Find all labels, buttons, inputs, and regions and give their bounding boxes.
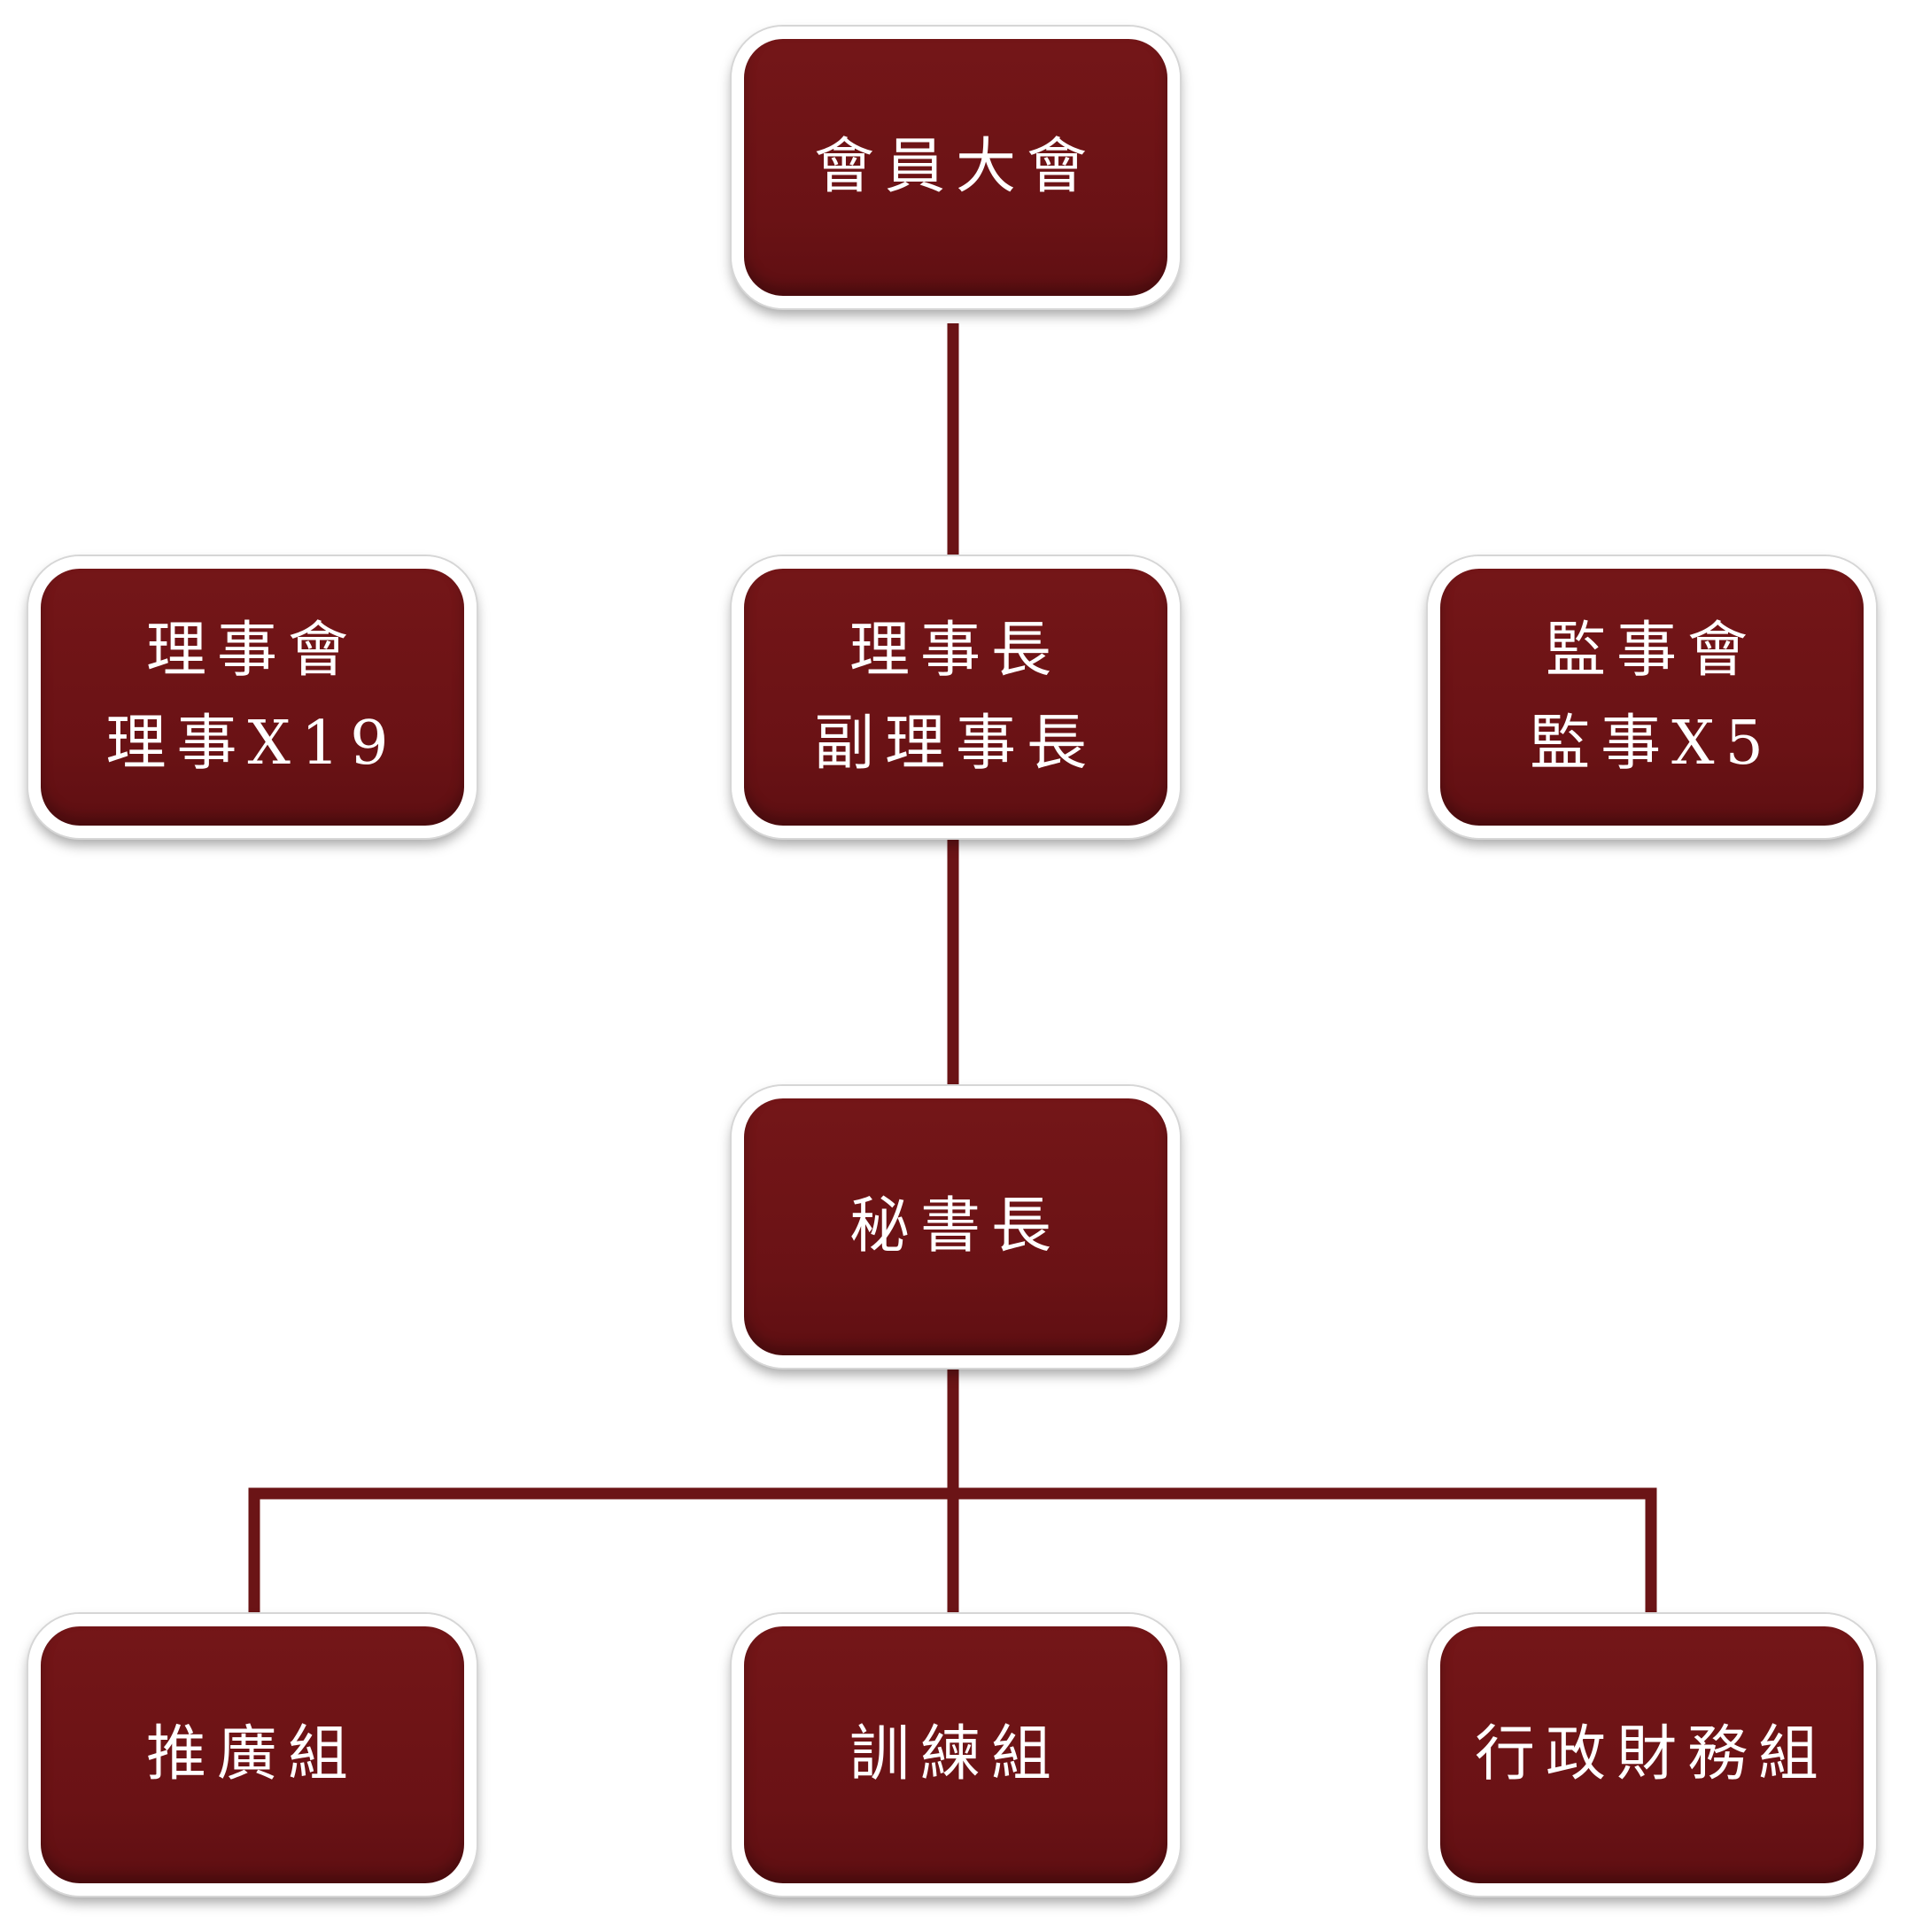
node-promotion-group[interactable]: 推廣組: [28, 1614, 477, 1896]
node-secretary-label: 秘書長: [849, 1191, 1062, 1262]
node-promotion-label: 推廣組: [145, 1719, 359, 1790]
node-board-count: 理事X19: [105, 709, 399, 779]
node-chairman-title: 理事長: [849, 615, 1062, 686]
node-board-title: 理事會: [145, 615, 359, 686]
node-board-of-supervisors[interactable]: 監事會 監事X5: [1428, 556, 1876, 838]
node-general-assembly-label: 會員大會: [813, 132, 1097, 203]
node-supervisors-title: 監事會: [1545, 615, 1758, 686]
node-board-of-directors[interactable]: 理事會 理事X19: [28, 556, 477, 838]
node-supervisors-count: 監事X5: [1530, 709, 1774, 779]
connector-bus-departments: [248, 1487, 1657, 1622]
node-vice-chairman-title: 副理事長: [813, 709, 1097, 779]
node-admin-finance-label: 行政財務組: [1474, 1719, 1829, 1790]
node-training-group[interactable]: 訓練組: [732, 1614, 1180, 1896]
node-chairman[interactable]: 理事長 副理事長: [732, 556, 1180, 838]
node-general-assembly[interactable]: 會員大會: [732, 27, 1180, 308]
node-secretary-general[interactable]: 秘書長: [732, 1086, 1180, 1368]
node-admin-finance-group[interactable]: 行政財務組: [1428, 1614, 1876, 1896]
node-training-label: 訓練組: [849, 1719, 1062, 1790]
